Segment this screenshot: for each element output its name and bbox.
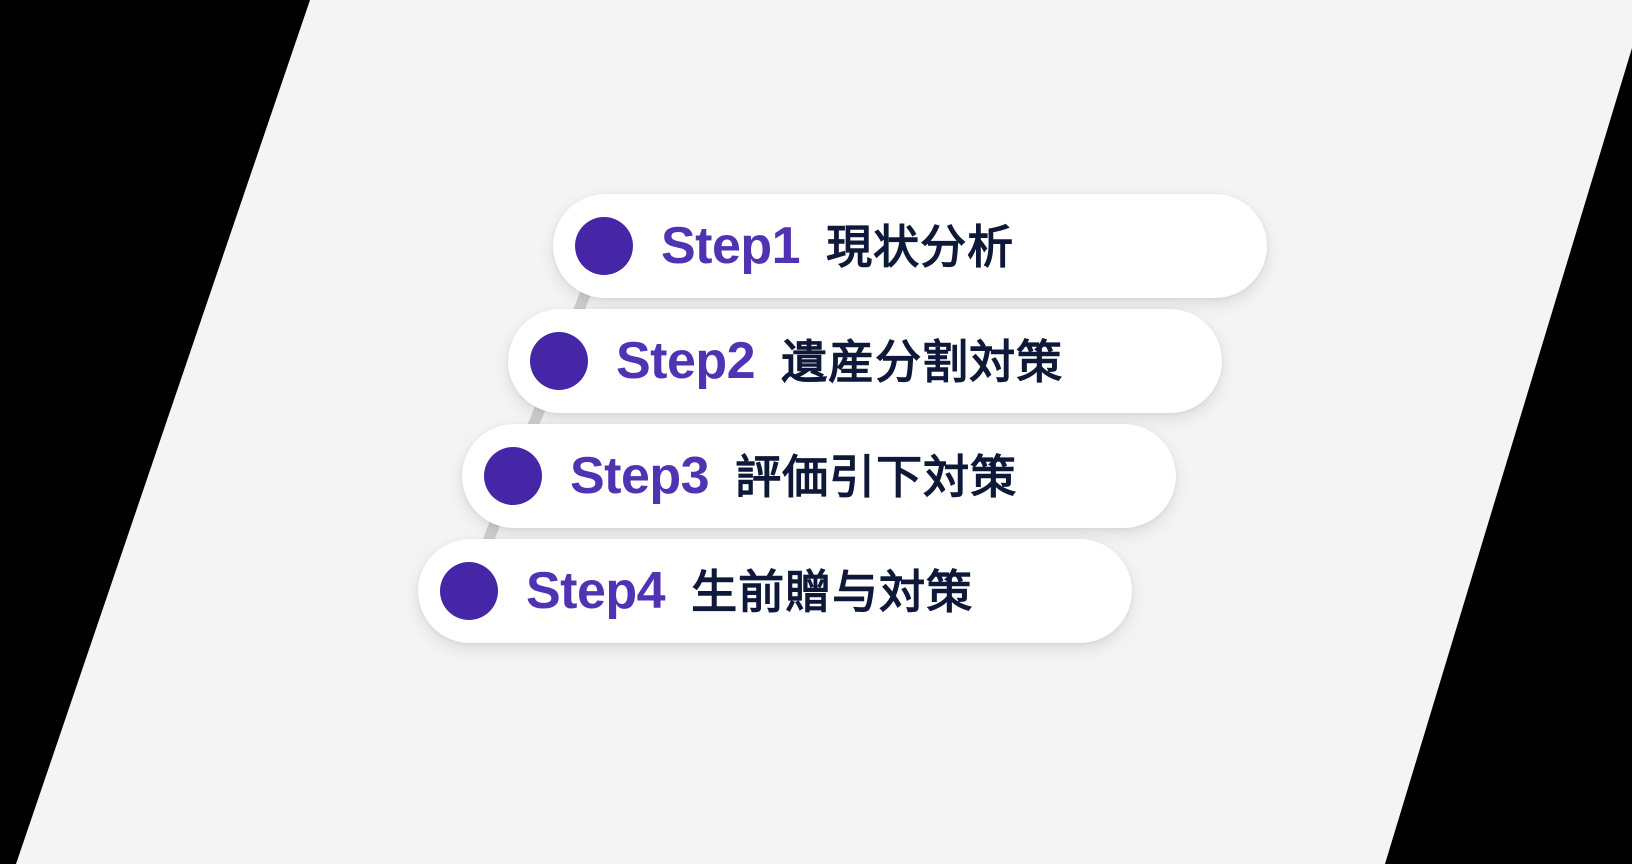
step-title-2: 遺産分割対策 [781, 336, 1064, 388]
step-card-2[interactable]: Step2 遺産分割対策 [508, 309, 1222, 413]
step-number-1: Step1 [661, 217, 801, 275]
step-bullet-icon [530, 332, 588, 390]
step-number-3: Step3 [570, 447, 710, 505]
step-card-1[interactable]: Step1 現状分析 [553, 194, 1267, 298]
step-number-4: Step4 [526, 562, 666, 620]
step-label-3: Step3 評価引下対策 [570, 450, 1017, 502]
step-bullet-icon [484, 447, 542, 505]
step-title-3: 評価引下対策 [735, 451, 1018, 503]
step-label-4: Step4 生前贈与対策 [526, 565, 973, 617]
step-label-2: Step2 遺産分割対策 [616, 335, 1063, 387]
step-title-4: 生前贈与対策 [691, 566, 974, 618]
step-label-1: Step1 現状分析 [661, 220, 1014, 272]
step-number-2: Step2 [616, 332, 756, 390]
step-bullet-icon [575, 217, 633, 275]
step-title-1: 現状分析 [826, 221, 1015, 273]
step-card-3[interactable]: Step3 評価引下対策 [462, 424, 1176, 528]
step-bullet-icon [440, 562, 498, 620]
step-card-4[interactable]: Step4 生前贈与対策 [418, 539, 1132, 643]
